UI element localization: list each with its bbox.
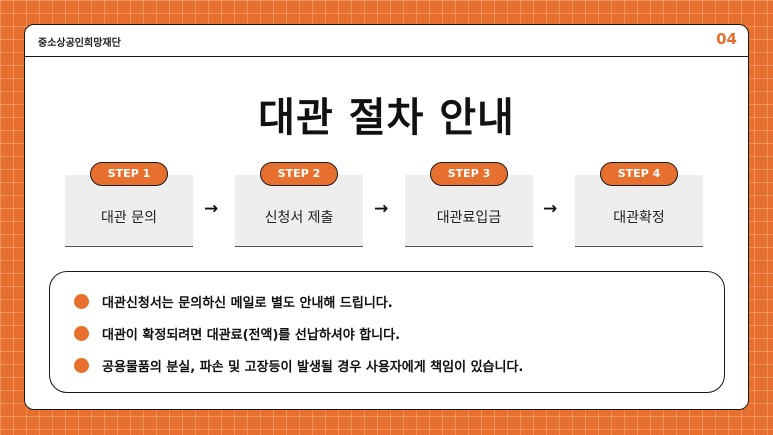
- bullet-dot-icon: [74, 326, 89, 341]
- note-text-2: 대관이 확정되려면 대관료(전액)를 선납하셔야 합니다.: [102, 328, 401, 343]
- slide-header: 중소상공인희망재단 04: [25, 25, 748, 57]
- step-badge-4: STEP 4: [600, 162, 678, 186]
- step-badge-3: STEP 3: [430, 162, 508, 186]
- step-badge-1: STEP 1: [90, 162, 168, 186]
- page-title: 대관 절차 안내: [258, 95, 515, 141]
- note-item-1: 대관신청서는 문의하신 메일로 별도 안내해 드립니다.: [74, 292, 393, 311]
- step-label-1: 대관 문의: [101, 210, 157, 226]
- page-number: 04: [716, 30, 737, 48]
- note-text-1: 대관신청서는 문의하신 메일로 별도 안내해 드립니다.: [102, 296, 393, 311]
- slide-card: 중소상공인희망재단 04 대관 절차 안내 STEP 1 대관 문의 → STE…: [24, 24, 749, 410]
- note-item-2: 대관이 확정되려면 대관료(전액)를 선납하셔야 합니다.: [74, 324, 400, 343]
- right-arrow-icon: →: [374, 199, 389, 219]
- step-card-4: STEP 4 대관확정: [575, 162, 703, 247]
- step-card-3: STEP 3 대관료입금: [405, 162, 533, 247]
- step-label-3: 대관료입금: [436, 210, 502, 226]
- step-card-1: STEP 1 대관 문의: [65, 162, 193, 247]
- step-label-2: 신청서 제출: [264, 210, 334, 226]
- right-arrow-icon: →: [543, 199, 558, 219]
- right-arrow-icon: →: [204, 199, 219, 219]
- note-text-3: 공용물품의 분실, 파손 및 고장등이 발생될 경우 사용자에게 책임이 있습니…: [102, 360, 524, 375]
- step-card-2: STEP 2 신청서 제출: [235, 162, 363, 247]
- note-item-3: 공용물품의 분실, 파손 및 고장등이 발생될 경우 사용자에게 책임이 있습니…: [74, 356, 523, 375]
- bullet-dot-icon: [74, 358, 89, 373]
- step-badge-2: STEP 2: [260, 162, 338, 186]
- step-label-4: 대관확정: [613, 210, 665, 226]
- org-name: 중소상공인희망재단: [38, 38, 121, 49]
- bullet-dot-icon: [74, 294, 89, 309]
- notes-box: 대관신청서는 문의하신 메일로 별도 안내해 드립니다. 대관이 확정되려면 대…: [49, 271, 725, 393]
